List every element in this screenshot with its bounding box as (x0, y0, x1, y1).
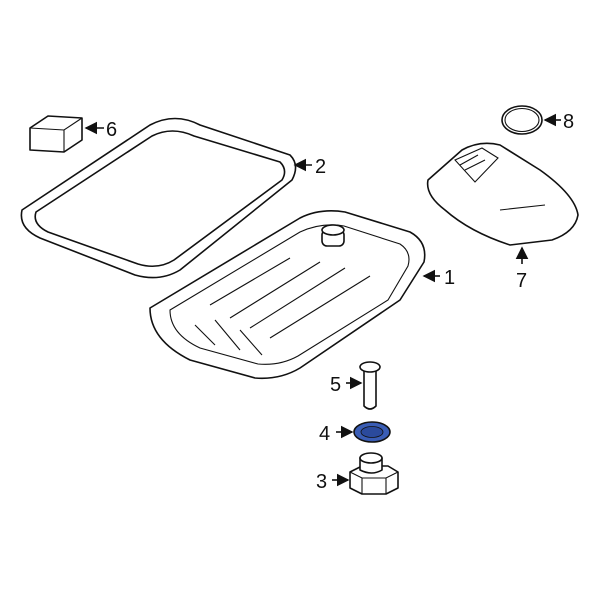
callout-3: 3 (316, 471, 350, 493)
pan-bolt-part[interactable] (359, 361, 381, 410)
pan-gasket-part[interactable] (20, 117, 297, 279)
callout-6: 6 (84, 119, 117, 141)
callout-number: 6 (106, 119, 117, 141)
sealant-pad-part[interactable] (29, 115, 83, 153)
drain-plug-part[interactable] (349, 452, 399, 495)
callout-1: 1 (422, 267, 455, 289)
oil-pan-part[interactable] (149, 210, 426, 380)
callout-4: 4 (319, 423, 354, 445)
callout-number: 2 (315, 156, 326, 178)
callout-2: 2 (293, 156, 326, 178)
callout-7: 7 (515, 246, 529, 292)
callout-8: 8 (543, 111, 574, 133)
drain-plug-seal-part[interactable] (353, 421, 391, 443)
callout-number: 8 (563, 111, 574, 133)
callout-5: 5 (330, 374, 363, 396)
filter-part[interactable] (426, 142, 579, 246)
callout-number: 3 (316, 471, 327, 493)
callout-number: 5 (330, 374, 341, 396)
callout-number: 4 (319, 423, 330, 445)
callout-number: 1 (444, 267, 455, 289)
callout-number: 7 (516, 270, 527, 292)
filter-seal-part[interactable] (501, 105, 543, 135)
